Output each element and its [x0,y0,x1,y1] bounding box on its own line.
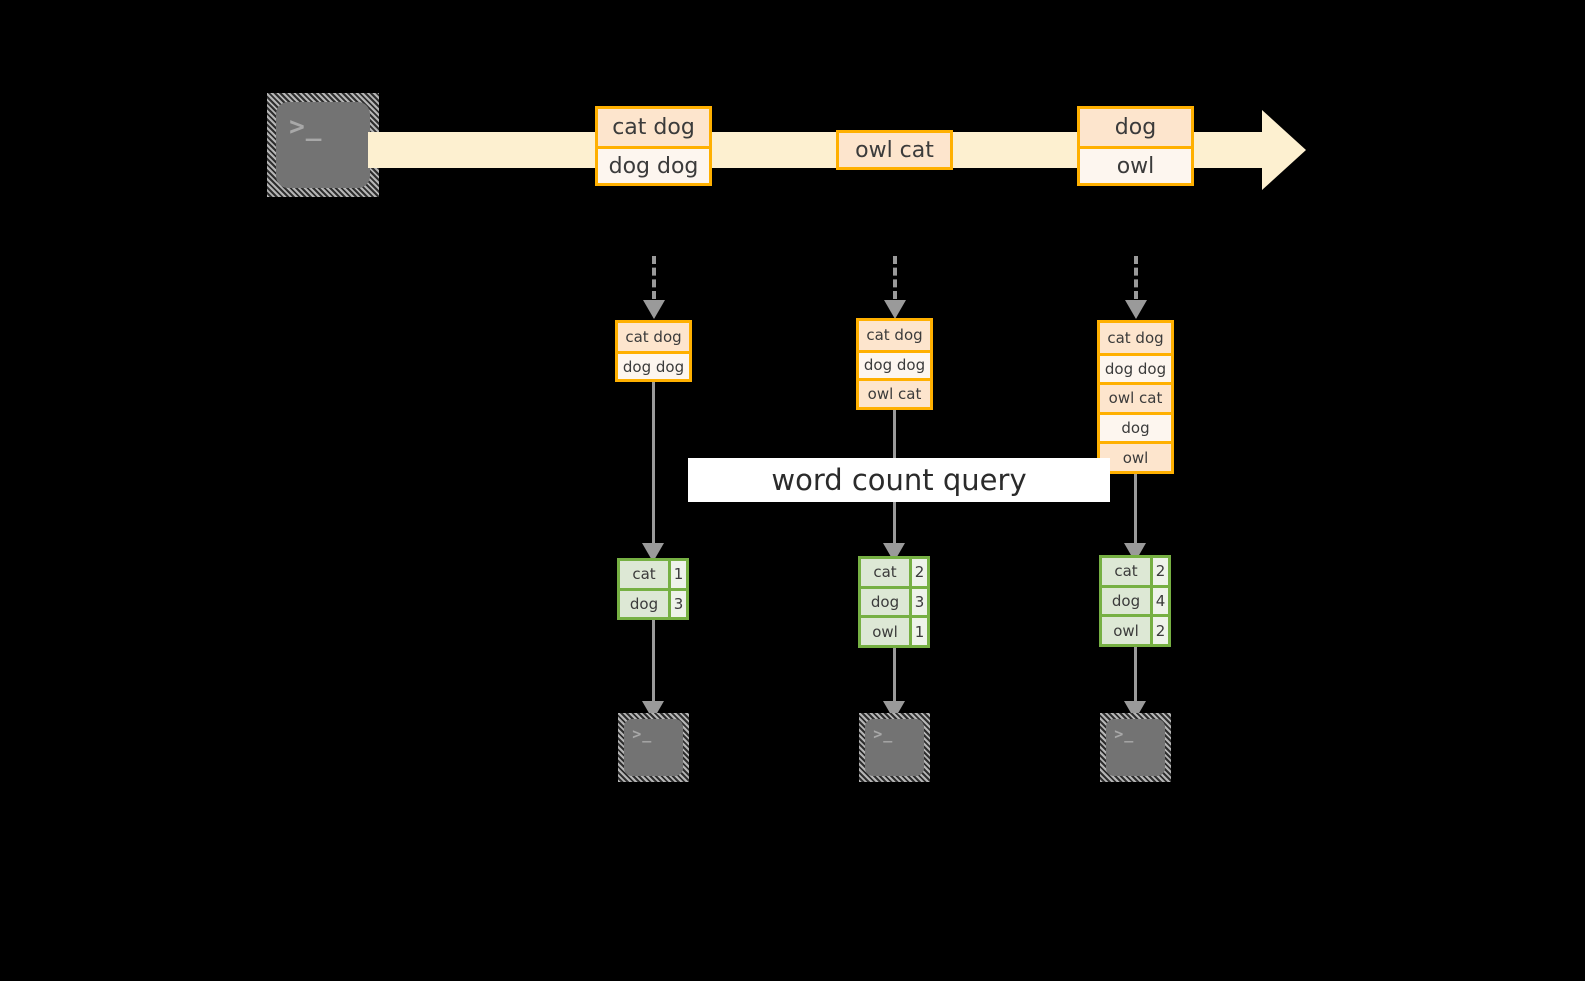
stage-3-sink-terminal-icon: >_ [1100,713,1171,782]
table-row: owl 1 [861,615,927,646]
stage-2-sink-terminal-icon: >_ [859,713,930,782]
result-count: 2 [1150,617,1168,645]
terminal-prompt-label: >_ [1114,724,1135,743]
stream-record: dog [1080,109,1191,146]
table-row: cat 2 [861,559,927,586]
stage-1-result-table: cat 1 dog 3 [617,558,689,620]
terminal-screen: >_ [276,102,370,188]
result-count: 2 [909,559,927,586]
stage-1-sink-terminal-icon: >_ [618,713,689,782]
stage-input-record: dog dog [859,349,930,379]
stage-input-record: owl [1100,441,1171,471]
terminal-prompt-label: >_ [873,724,894,743]
table-row: cat 2 [1102,558,1168,585]
result-word: owl [861,618,909,646]
stream-record: owl cat [839,133,950,167]
stage-input-record: dog dog [618,351,689,379]
stream-group-3: dog owl [1077,106,1194,186]
stream-arrowhead [1262,110,1306,190]
terminal-screen: >_ [1106,719,1165,776]
stream-record: owl [1080,146,1191,183]
stream-to-stage-3-arrow [1125,256,1147,322]
terminal-screen: >_ [865,719,924,776]
source-terminal-icon: >_ [267,93,379,197]
result-word: dog [1102,587,1150,615]
stage-input-record: cat dog [618,323,689,351]
result-count: 1 [909,618,927,646]
stage-input-record: dog dog [1100,352,1171,383]
table-row: owl 2 [1102,614,1168,645]
stage-input-record: cat dog [859,321,930,350]
stage-2-sink-arrow [883,648,905,720]
table-row: dog 3 [620,587,686,617]
stage-input-record: owl cat [1100,382,1171,412]
table-row: cat 1 [620,561,686,588]
result-count: 1 [668,561,686,588]
result-word: cat [861,559,909,586]
table-row: dog 4 [1102,584,1168,615]
result-word: owl [1102,617,1150,645]
stage-2-result-table: cat 2 dog 3 owl 1 [858,556,930,648]
stage-input-record: dog [1100,411,1171,442]
result-word: cat [1102,558,1150,585]
result-count: 3 [909,588,927,616]
stage-1-input-stack: cat dog dog dog [615,320,692,382]
stage-input-record: owl cat [859,378,930,407]
stage-3-query-arrow [1124,474,1146,562]
stage-3-input-stack: cat dog dog dog owl cat dog owl [1097,320,1174,474]
result-count: 3 [668,590,686,617]
stage-2-input-stack: cat dog dog dog owl cat [856,318,933,410]
result-word: cat [620,561,668,588]
stage-3-sink-arrow [1124,647,1146,720]
table-row: dog 3 [861,585,927,616]
result-count: 2 [1150,558,1168,585]
terminal-screen: >_ [624,719,683,776]
result-word: dog [620,590,668,617]
stream-to-stage-2-arrow [884,256,906,322]
stream-to-stage-1-arrow [643,256,665,322]
result-word: dog [861,588,909,616]
stream-group-1: cat dog dog dog [595,106,712,186]
terminal-prompt-label: >_ [632,724,653,743]
result-count: 4 [1150,587,1168,615]
stream-group-2: owl cat [836,130,953,170]
stream-record: cat dog [598,109,709,146]
stage-3-result-table: cat 2 dog 4 owl 2 [1099,555,1171,647]
query-label-text: word count query [771,463,1027,497]
query-label: word count query [688,458,1110,502]
terminal-prompt-label: >_ [289,112,323,143]
stage-input-record: cat dog [1100,323,1171,353]
stage-1-sink-arrow [642,620,664,720]
stage-1-query-arrow [642,382,664,562]
stream-record: dog dog [598,146,709,183]
